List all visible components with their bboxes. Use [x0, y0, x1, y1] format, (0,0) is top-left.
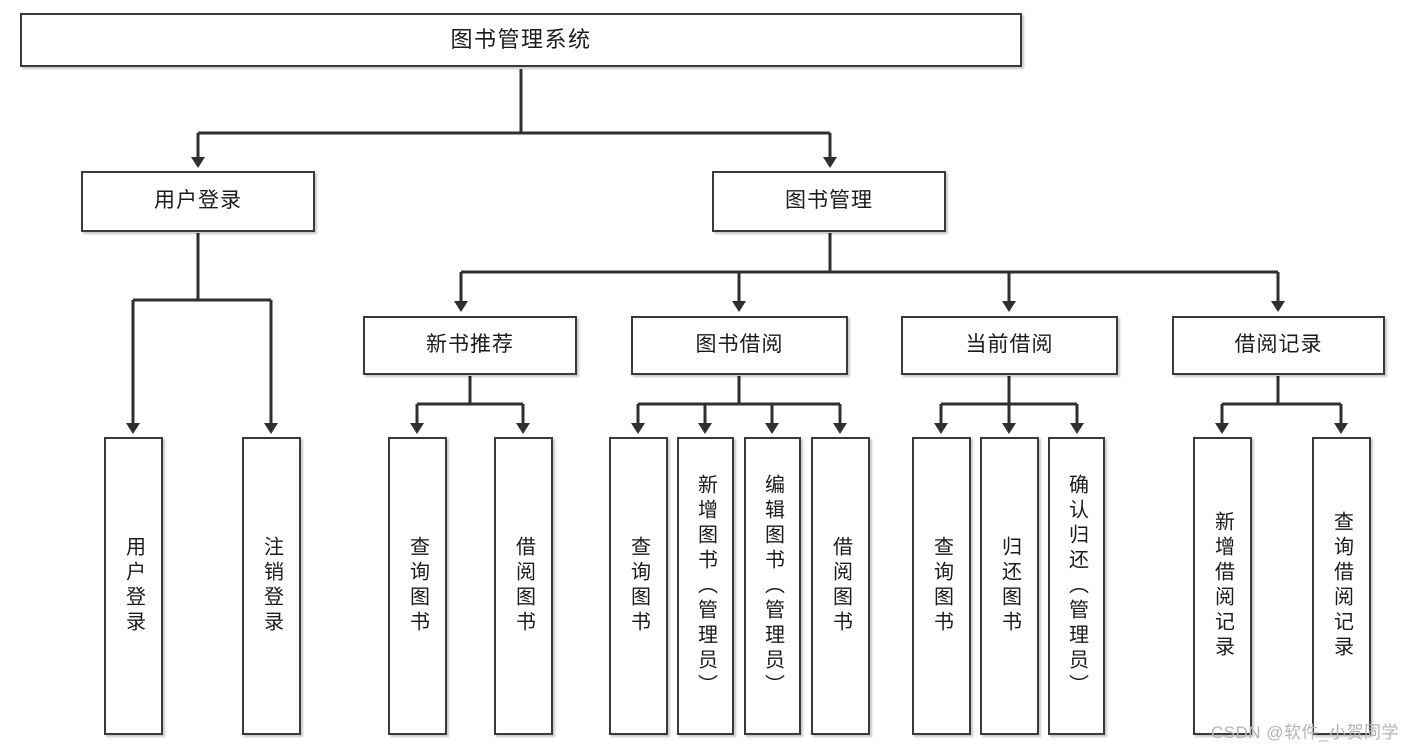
node-label: 用户登录 [122, 536, 145, 636]
node-leaf-logout[interactable]: 注销登录 [242, 437, 301, 735]
node-label: 注销登录 [260, 536, 283, 636]
node-book-management[interactable]: 图书管理 [712, 171, 946, 232]
node-leaf-query-book-borrow[interactable]: 查询图书 [609, 437, 668, 735]
node-label: 当前借阅 [965, 333, 1054, 357]
node-user-login[interactable]: 用户登录 [81, 171, 315, 232]
watermark: CSDN @软件_小贺同学 [1210, 723, 1399, 742]
node-leaf-edit-book-admin[interactable]: 编辑图书（管理员） [744, 437, 801, 735]
node-label: 借阅图书 [829, 536, 852, 636]
node-leaf-add-book-admin[interactable]: 新增图书（管理员） [677, 437, 734, 735]
node-label: 新增借阅记录 [1211, 511, 1234, 661]
node-label: 用户登录 [154, 189, 242, 213]
node-leaf-query-borrow-record[interactable]: 查询借阅记录 [1312, 437, 1371, 735]
node-label: 查询图书 [930, 536, 953, 636]
node-leaf-add-borrow-record[interactable]: 新增借阅记录 [1193, 437, 1252, 735]
node-label: 查询借阅记录 [1330, 511, 1353, 661]
node-book-borrowing[interactable]: 图书借阅 [631, 316, 848, 375]
node-label: 借阅记录 [1234, 333, 1323, 357]
node-label: 借阅图书 [512, 536, 535, 636]
node-leaf-query-book-recommend[interactable]: 查询图书 [388, 437, 447, 735]
node-label: 查询图书 [406, 536, 429, 636]
node-current-borrowing[interactable]: 当前借阅 [901, 316, 1118, 375]
node-leaf-query-book-current[interactable]: 查询图书 [912, 437, 971, 735]
node-borrowing-records[interactable]: 借阅记录 [1172, 316, 1385, 375]
node-label: 确认归还（管理员） [1065, 473, 1088, 699]
node-leaf-user-login[interactable]: 用户登录 [104, 437, 163, 735]
node-label: 查询图书 [627, 536, 650, 636]
node-label: 图书借阅 [695, 333, 784, 357]
node-label: 图书管理系统 [450, 27, 592, 53]
node-leaf-borrow-book-recommend[interactable]: 借阅图书 [494, 437, 553, 735]
node-root-book-management-system[interactable]: 图书管理系统 [20, 13, 1022, 67]
node-leaf-borrow-book[interactable]: 借阅图书 [811, 437, 870, 735]
node-label: 新书推荐 [426, 333, 514, 357]
node-new-book-recommendation[interactable]: 新书推荐 [363, 316, 577, 375]
node-label: 编辑图书（管理员） [761, 473, 784, 699]
node-label: 新增图书（管理员） [694, 473, 717, 699]
node-label: 归还图书 [998, 536, 1021, 636]
node-leaf-confirm-return-admin[interactable]: 确认归还（管理员） [1048, 437, 1105, 735]
node-leaf-return-book[interactable]: 归还图书 [980, 437, 1039, 735]
node-label: 图书管理 [785, 189, 873, 213]
